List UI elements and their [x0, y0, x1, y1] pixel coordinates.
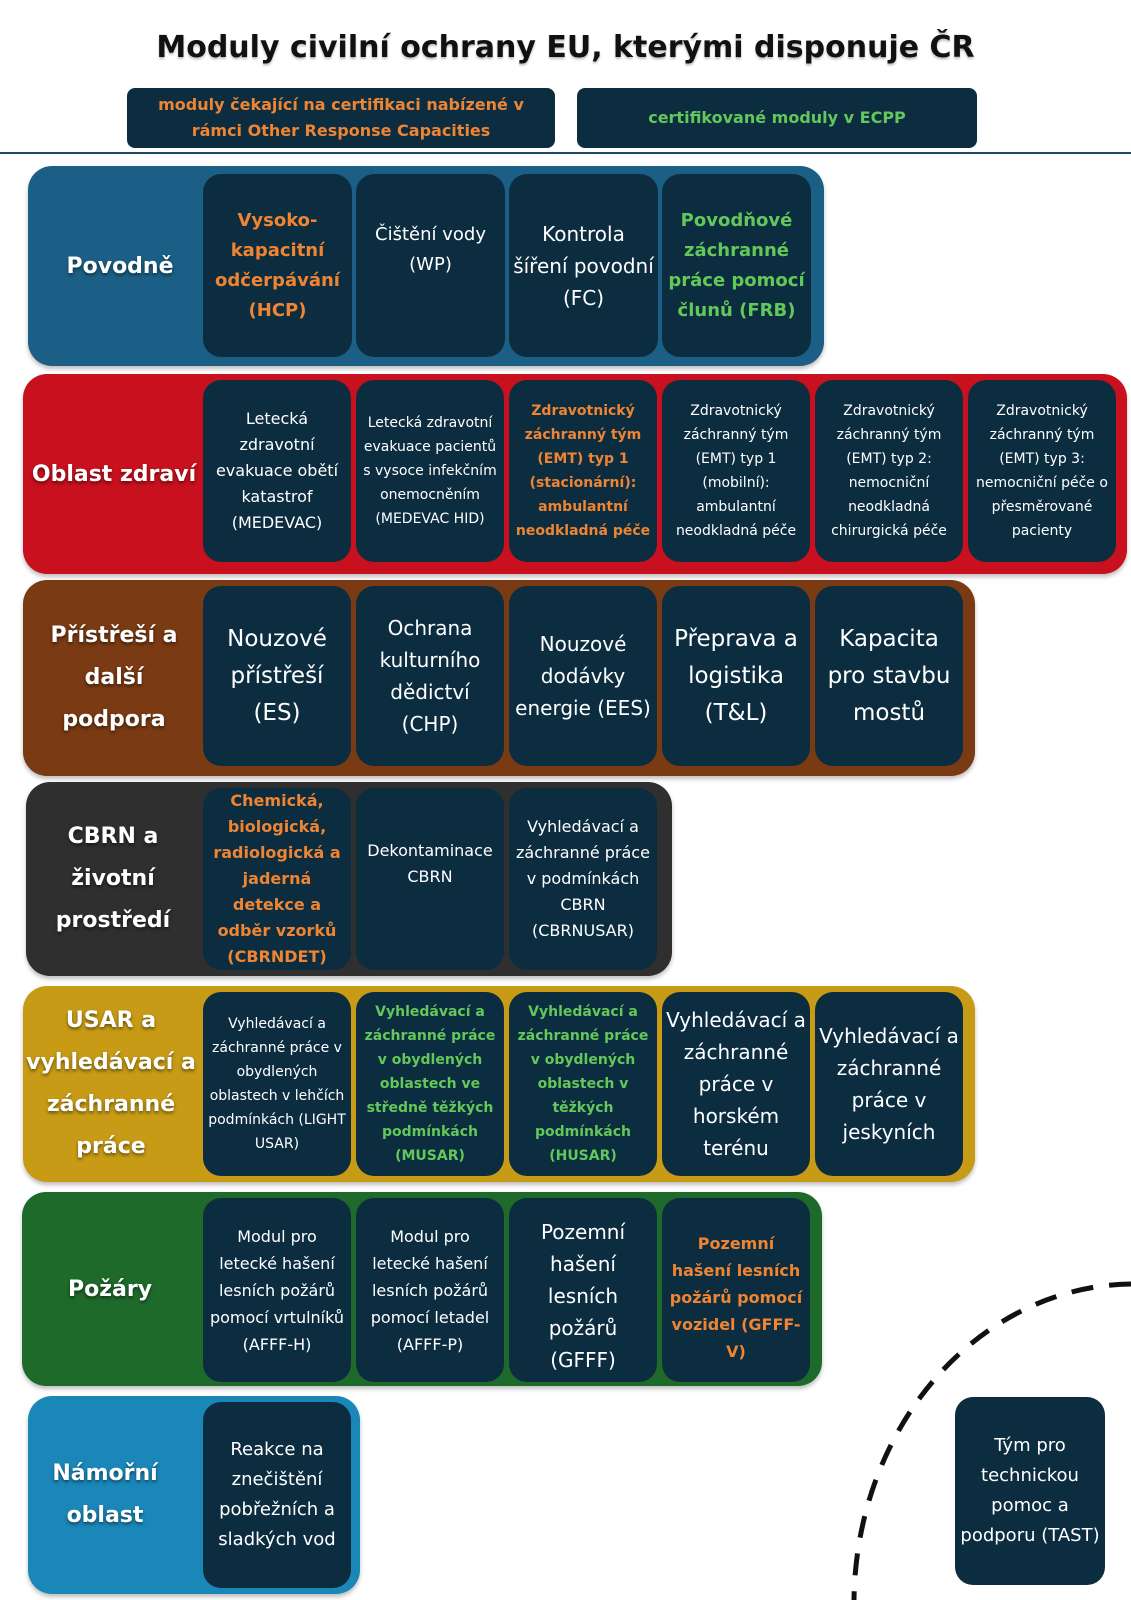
card-text: Ochrana kulturního dědictví (CHP): [379, 616, 481, 736]
card-text: Kapacita pro stavbu mostů: [827, 625, 951, 726]
legend-certified-label: certifikované moduly v ECPP: [648, 108, 906, 127]
card-povodne-2: Kontrola šíření povodní (FC): [509, 174, 658, 357]
card-pristresi-1: Ochrana kulturního dědictví (CHP): [356, 586, 504, 766]
card-tast: Tým pro technickou pomoc a podporu (TAST…: [955, 1397, 1105, 1585]
card-pozary-2: Pozemní hašení lesních požárů (GFFF): [509, 1198, 657, 1382]
card-cbrn-0: Chemická, biologická, radiologická a jad…: [203, 788, 351, 970]
card-pozary-0: Modul pro letecké hašení lesních požárů …: [203, 1198, 351, 1382]
card-text: Přeprava a logistika (T&L): [674, 625, 798, 726]
legend-certified: certifikované moduly v ECPP: [577, 88, 977, 148]
card-zdravi-3: Zdravotnický záchranný tým (EMT) typ 1 (…: [662, 380, 810, 562]
card-text: Vysoko-kapacitní odčerpávání (HCP): [215, 209, 340, 321]
card-zdravi-4: Zdravotnický záchranný tým (EMT) typ 2: …: [815, 380, 963, 562]
card-usar-2: Vyhledávací a záchranné práce v obydlený…: [509, 992, 657, 1176]
card-text: Vyhledávací a záchranné práce v obydlený…: [517, 1004, 649, 1164]
legend-pending: moduly čekající na certifikaci nabízené …: [127, 88, 555, 148]
legend-pending-label: moduly čekající na certifikaci nabízené …: [158, 95, 524, 140]
card-text: Tým pro technickou pomoc a podporu (TAST…: [960, 1435, 1100, 1546]
card-namorni-0: Reakce na znečištění pobřežních a sladký…: [203, 1402, 351, 1588]
card-pozary-1: Modul pro letecké hašení lesních požárů …: [356, 1198, 504, 1382]
card-text: Zdravotnický záchranný tým (EMT) typ 1 (…: [675, 403, 797, 539]
card-text: Povodňové záchranné práce pomocí člunů (…: [668, 209, 805, 321]
card-povodne-1: Čištění vody (WP): [356, 174, 505, 357]
band-label-zdravi: Oblast zdraví: [31, 461, 197, 487]
card-pristresi-3: Přeprava a logistika (T&L): [662, 586, 810, 766]
card-text: Nouzové dodávky energie (EES): [515, 632, 651, 720]
card-text: Nouzové přístřeší (ES): [227, 625, 327, 726]
card-text: Vyhledávací a záchranné práce v jeskyníc…: [819, 1024, 959, 1144]
card-text: Vyhledávací a záchranné práce v horském …: [666, 1008, 806, 1160]
card-zdravi-2: Zdravotnický záchranný tým (EMT) typ 1 (…: [509, 380, 657, 562]
card-text: Modul pro letecké hašení lesních požárů …: [370, 1226, 490, 1354]
card-usar-4: Vyhledávací a záchranné práce v jeskyníc…: [815, 992, 963, 1176]
card-usar-3: Vyhledávací a záchranné práce v horském …: [662, 992, 810, 1176]
card-pristresi-4: Kapacita pro stavbu mostů: [815, 586, 963, 766]
page-title: Moduly civilní ochrany EU, kterými dispo…: [156, 30, 975, 65]
card-text: Čištění vody (WP): [375, 224, 486, 275]
card-text: Letecká zdravotní evakuace pacientů s vy…: [363, 415, 497, 527]
band-label-povodne: Povodně: [66, 253, 174, 279]
card-text: Modul pro letecké hašení lesních požárů …: [209, 1226, 345, 1354]
card-pozary-3: Pozemní hašení lesních požárů pomocí voz…: [662, 1198, 810, 1382]
card-text: Zdravotnický záchranný tým (EMT) typ 2: …: [831, 403, 947, 539]
card-pristresi-0: Nouzové přístřeší (ES): [203, 586, 351, 766]
band-label-namorni: Námořní oblast: [52, 1461, 158, 1528]
card-cbrn-2: Vyhledávací a záchranné práce v podmínká…: [509, 788, 657, 970]
card-text: Dekontaminace CBRN: [367, 841, 493, 886]
card-povodne-0: Vysoko-kapacitní odčerpávání (HCP): [203, 174, 352, 357]
card-text: Pozemní hašení lesních požárů (GFFF): [540, 1220, 626, 1372]
card-text: Vyhledávací a záchranné práce v podmínká…: [516, 817, 650, 940]
card-zdravi-0: Letecká zdravotní evakuace obětí katastr…: [203, 380, 351, 562]
card-zdravi-1: Letecká zdravotní evakuace pacientů s vy…: [356, 380, 504, 562]
card-text: Pozemní hašení lesních požárů pomocí voz…: [669, 1234, 803, 1361]
card-text: Letecká zdravotní evakuace obětí katastr…: [215, 409, 339, 532]
card-usar-0: Vyhledávací a záchranné práce v obydlený…: [203, 992, 351, 1176]
header-divider: [0, 152, 1131, 154]
card-text: Vyhledávací a záchranné práce v obydlený…: [364, 1004, 496, 1164]
card-text: Vyhledávací a záchranné práce v obydlený…: [208, 1016, 346, 1152]
band-label-pristresi: Přístřeší a další podpora: [50, 623, 178, 732]
card-text: Zdravotnický záchranný tým (EMT) typ 1 (…: [515, 403, 651, 539]
card-text: Reakce na znečištění pobřežních a sladký…: [218, 1439, 336, 1550]
card-povodne-3: Povodňové záchranné práce pomocí člunů (…: [662, 174, 811, 357]
band-label-cbrn: CBRN a životní prostředí: [55, 824, 171, 933]
card-zdravi-5: Zdravotnický záchranný tým (EMT) typ 3: …: [968, 380, 1116, 562]
card-cbrn-1: Dekontaminace CBRN: [356, 788, 504, 970]
card-pristresi-2: Nouzové dodávky energie (EES): [509, 586, 657, 766]
card-usar-1: Vyhledávací a záchranné práce v obydlený…: [356, 992, 504, 1176]
card-text: Kontrola šíření povodní (FC): [513, 221, 654, 310]
card-text: Chemická, biologická, radiologická a jad…: [213, 791, 341, 966]
band-label-pozary: Požáry: [67, 1276, 153, 1302]
band-label-usar: USAR a vyhledávací a záchranné práce: [26, 1008, 196, 1159]
card-text: Zdravotnický záchranný tým (EMT) typ 3: …: [976, 403, 1108, 539]
